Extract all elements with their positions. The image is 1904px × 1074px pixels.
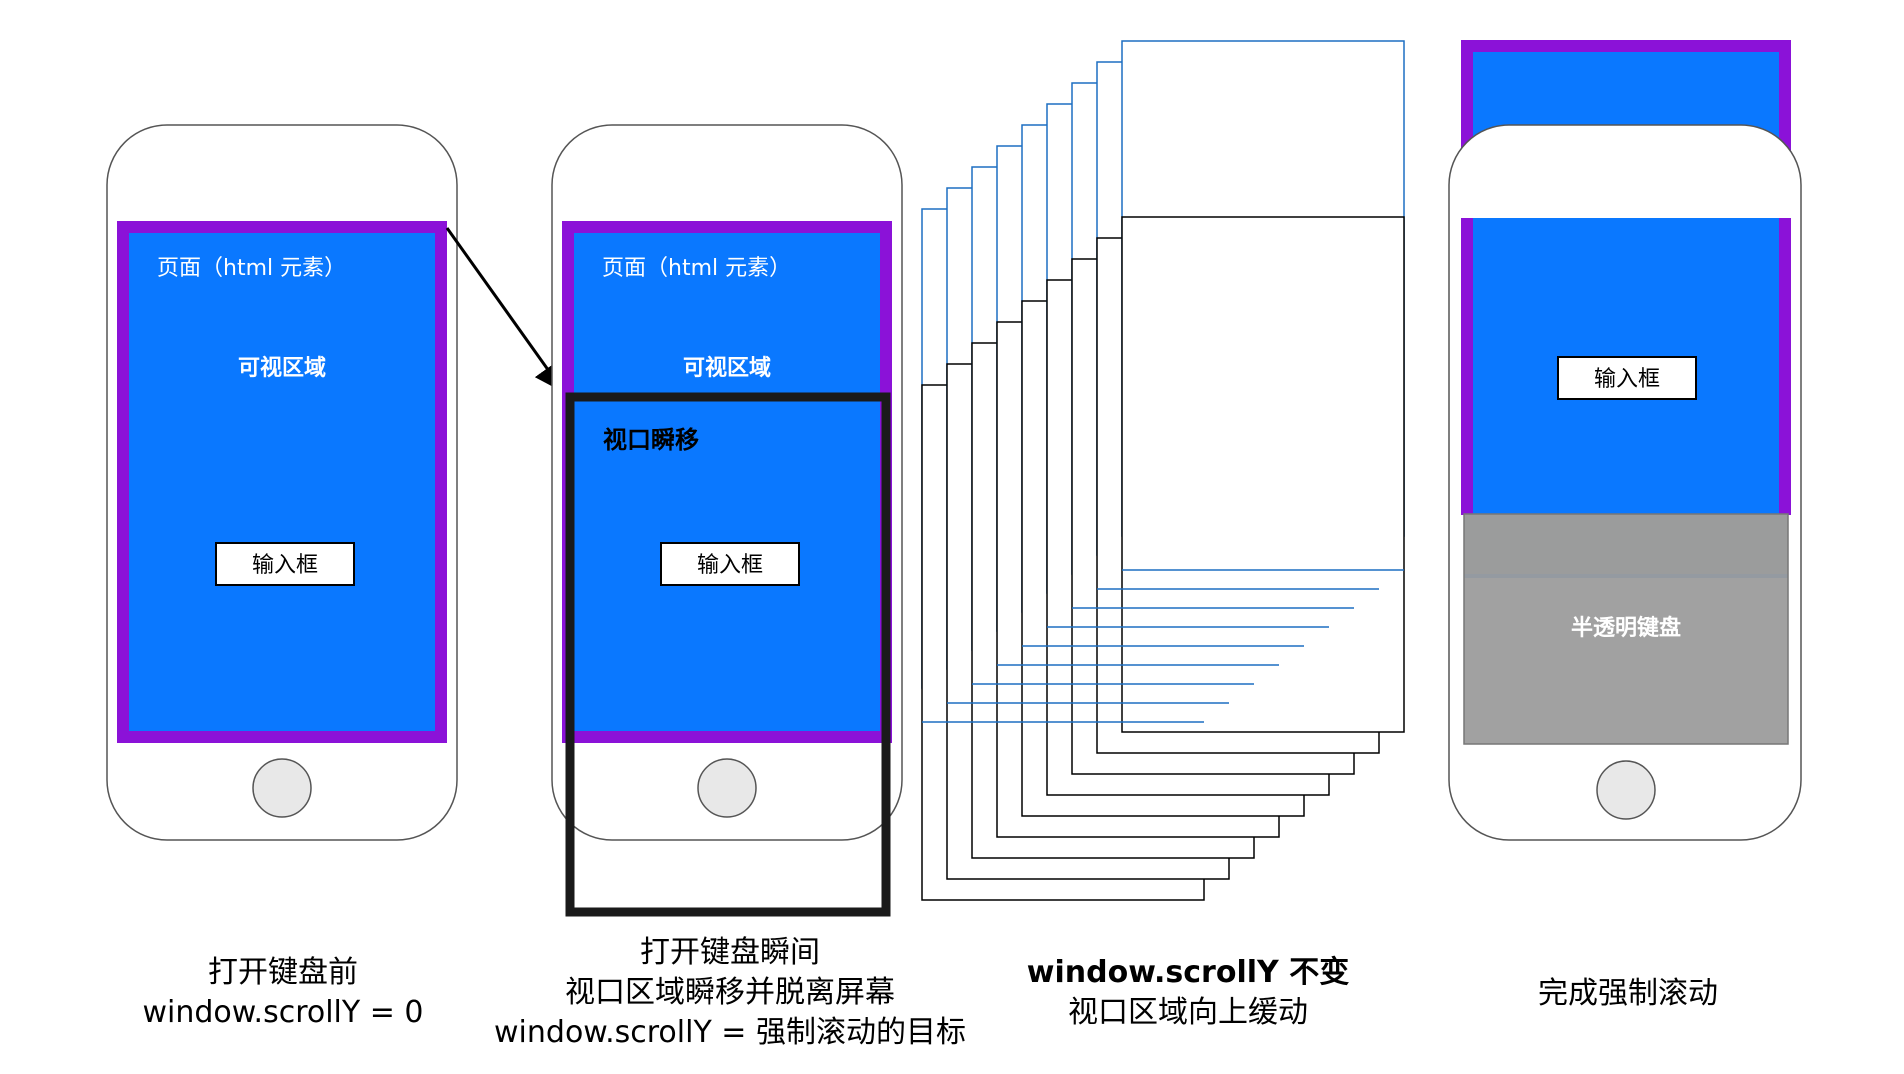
caption-2-line-1: 打开键盘瞬间 <box>640 935 820 970</box>
shifted-viewport-frame <box>565 392 891 917</box>
caption-1-line-1: 打开键盘前 <box>208 955 358 990</box>
keyboard-label: 半透明键盘 <box>1571 615 1681 641</box>
viewport-label: 可视区域 <box>683 355 771 381</box>
viewport-label: 可视区域 <box>238 355 326 381</box>
input-box-label: 输入框 <box>1594 367 1660 392</box>
caption-2-line-2: 视口区域瞬移并脱离屏幕 <box>565 975 895 1010</box>
phone-scroll-complete: 输入框 半透明键盘 <box>1448 40 1802 841</box>
home-button[interactable] <box>1596 760 1656 820</box>
input-box[interactable] <box>1557 356 1697 400</box>
caption-4-line-1: 完成强制滚动 <box>1538 976 1718 1011</box>
scroll-frame <box>1121 40 1405 733</box>
home-button[interactable] <box>697 758 757 818</box>
input-box[interactable] <box>215 542 355 586</box>
page-area <box>562 221 892 743</box>
scroll-frame-viewport <box>1121 216 1405 733</box>
page-label: 页面（html 元素） <box>157 256 346 281</box>
translucent-keyboard <box>1463 513 1789 745</box>
viewport-shift-label: 视口瞬移 <box>603 426 699 454</box>
input-box[interactable] <box>660 542 800 586</box>
home-button[interactable] <box>252 758 312 818</box>
scrolling-frame-stack <box>921 40 1405 901</box>
page-label: 页面（html 元素） <box>602 256 791 281</box>
page-area <box>117 221 447 743</box>
caption-1-line-2: window.scrollY = 0 <box>142 995 423 1030</box>
caption-3-line-1: window.scrollY 不变 <box>1027 955 1349 990</box>
caption-2-line-3: window.scrollY = 强制滚动的目标 <box>494 1015 966 1050</box>
input-box-label: 输入框 <box>697 553 763 578</box>
transition-arrow <box>445 227 565 393</box>
input-box-label: 输入框 <box>252 553 318 578</box>
phone-keyboard-opening: 页面（html 元素） 可视区域 输入框 视口瞬移 <box>551 124 903 917</box>
caption-3-line-2: 视口区域向上缓动 <box>1068 995 1308 1030</box>
phone-before-keyboard: 页面（html 元素） 可视区域 输入框 <box>106 124 458 841</box>
